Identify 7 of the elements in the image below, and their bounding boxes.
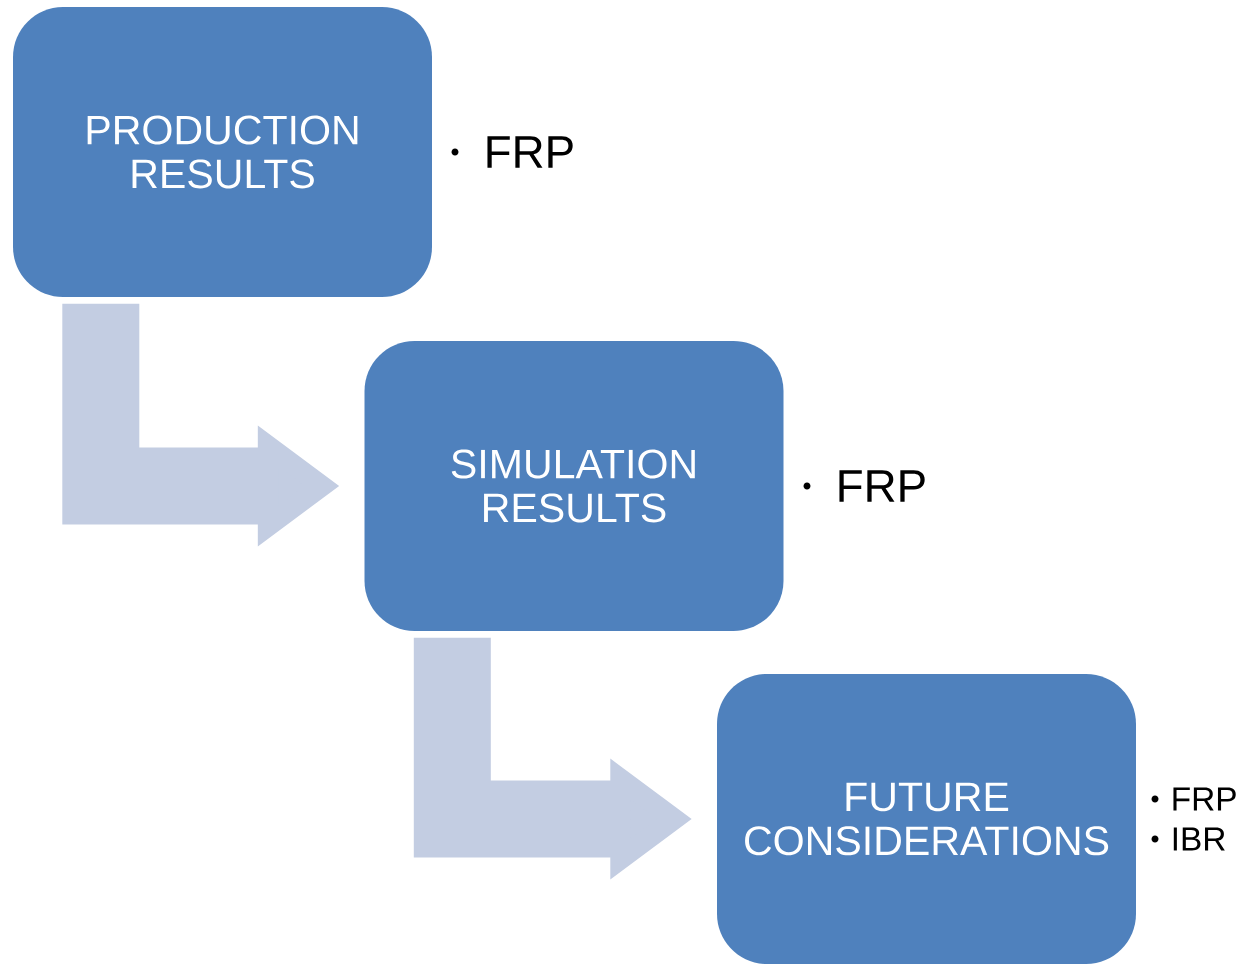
bullet-text: FRP — [839, 470, 925, 502]
process-box: FUTURE CONSIDERATIONS — [717, 674, 1136, 964]
process-box: PRODUCTION RESULTS — [13, 7, 432, 297]
bullet-text: IBR — [1173, 827, 1225, 851]
process-box: SIMULATION RESULTS — [364, 341, 784, 631]
bullet-text: FRP — [487, 136, 573, 168]
bullet-text: FRP — [1173, 787, 1236, 811]
